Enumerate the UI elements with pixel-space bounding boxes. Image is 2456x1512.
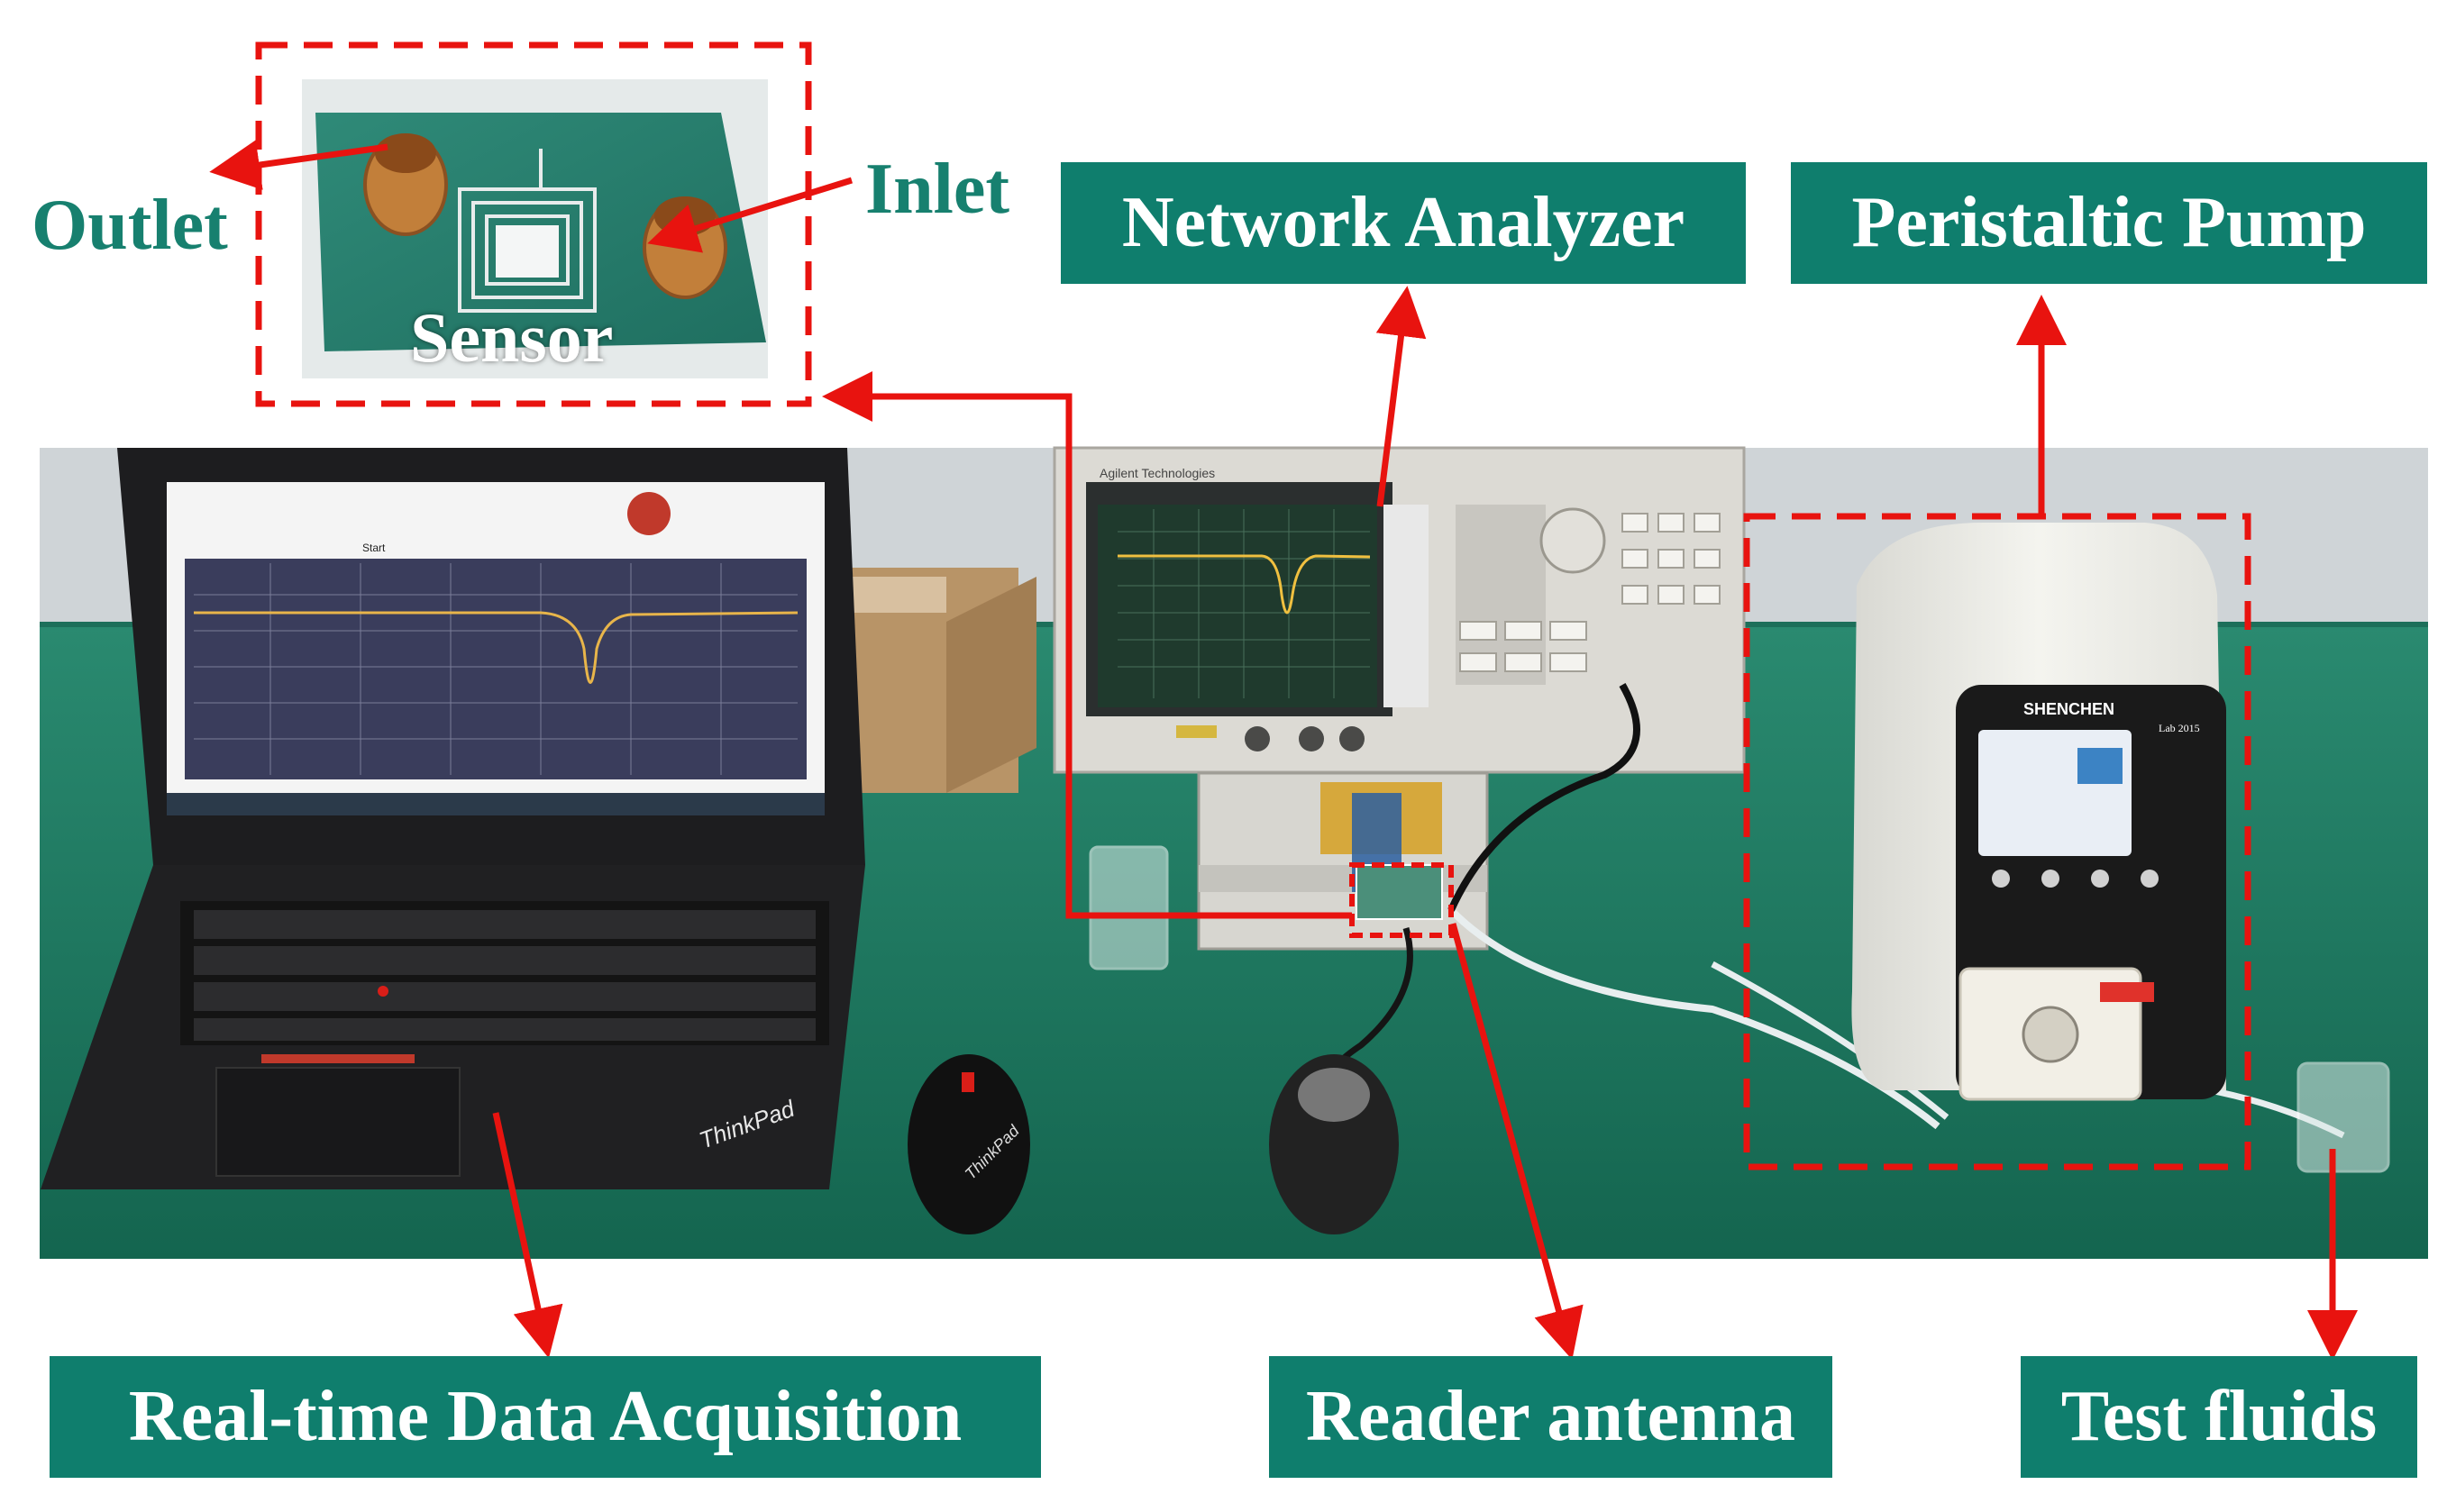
reader-antenna-device — [1197, 771, 1489, 951]
label-test-fluids: Test fluids — [2060, 1377, 2378, 1456]
label-boxes — [50, 162, 2427, 1478]
arrow-reader-antenna-icon — [1449, 923, 1584, 1361]
arrow-realtime-daq-icon — [492, 1112, 563, 1359]
laptop-device: Start ThinkPad — [41, 448, 865, 1189]
red-arrow-icon — [209, 140, 2358, 1361]
arrow-network-analyzer-icon — [1375, 286, 1427, 507]
label-reader-antenna: Reader antenna — [1306, 1377, 1795, 1456]
label-sensor: Sensor — [410, 298, 614, 377]
cardboard-box — [843, 568, 1036, 793]
network-analyzer-device: Agilent Technologies — [1053, 446, 1746, 774]
label-network-analyzer: Network Analyzer — [1121, 183, 1685, 262]
dashed-box-sensor — [255, 41, 812, 407]
dashed-box-antenna — [1349, 862, 1454, 938]
arrow-inlet-icon — [647, 177, 854, 253]
beaker-left — [1089, 845, 1169, 970]
arrow-outlet-icon — [209, 140, 388, 190]
peristaltic-pump-device: SHENCHEN Lab 2015 — [1851, 523, 2226, 1101]
pump-brand-text: SHENCHEN — [2023, 700, 2114, 718]
arrow-sensor-link-icon — [822, 371, 1352, 919]
pump-model-text: Lab 2015 — [2159, 722, 2200, 734]
dashed-box-pump — [1743, 513, 2251, 1170]
mouse-thinkpad: ThinkPad — [908, 1054, 1030, 1234]
label-peristaltic-pump: Peristaltic Pump — [1851, 183, 2367, 262]
mouse-hp — [1269, 1054, 1399, 1234]
label-outlet: Outlet — [32, 186, 228, 265]
label-inlet: Inlet — [865, 150, 1009, 229]
analyzer-brand-text: Agilent Technologies — [1100, 466, 1215, 480]
software-start-text: Start — [362, 542, 386, 554]
beaker-right — [2296, 1061, 2390, 1173]
label-realtime-daq: Real-time Data Acquisition — [128, 1377, 963, 1456]
